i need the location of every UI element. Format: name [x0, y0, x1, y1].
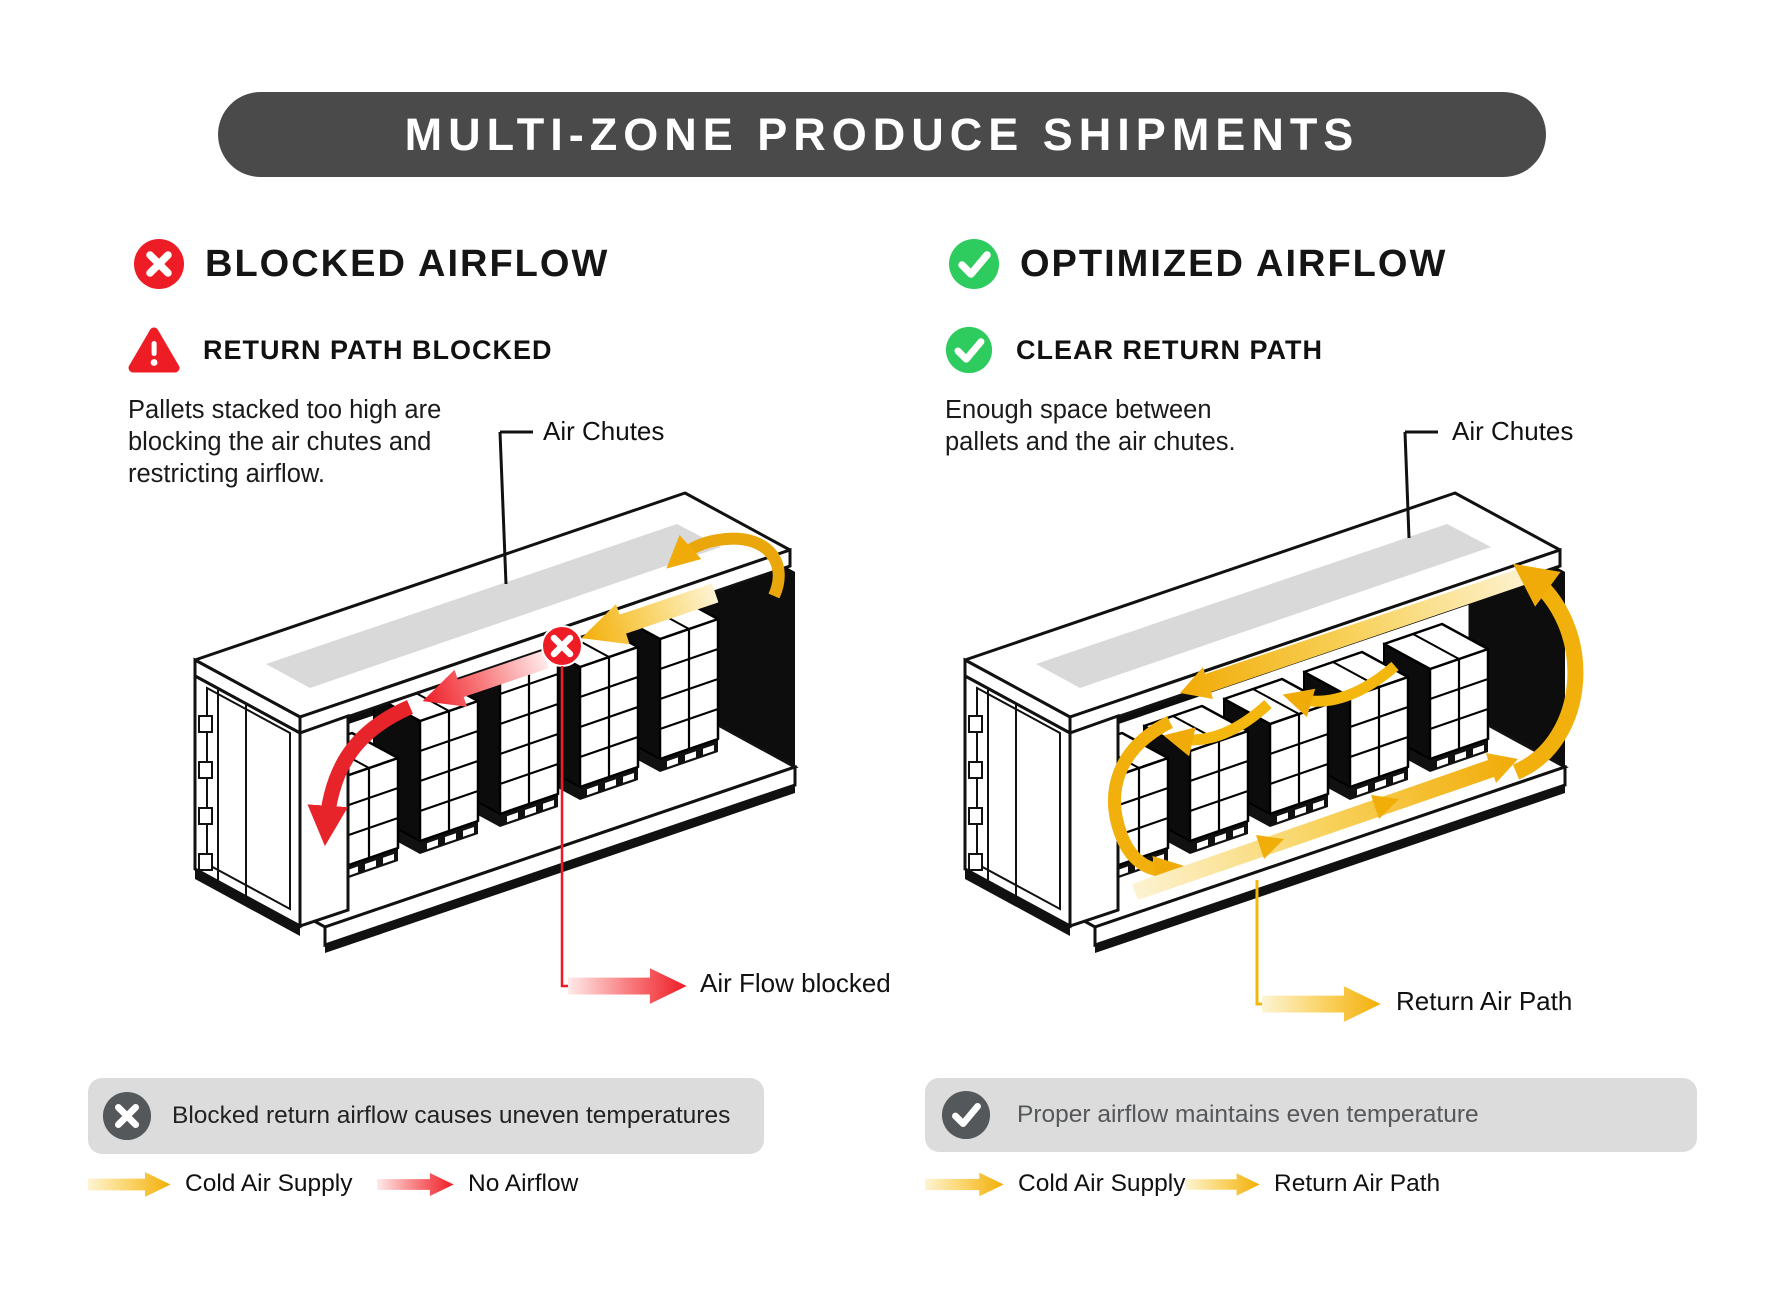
- airflow-arc-arrow: [1163, 699, 1272, 757]
- return-chevron: [1256, 835, 1284, 859]
- blocked-heading: BLOCKED AIRFLOW: [205, 242, 610, 285]
- optimized-heading-row: OPTIMIZED AIRFLOW: [948, 238, 1447, 290]
- check-circle-icon: [949, 239, 999, 289]
- optimized-air-chutes-label: Air Chutes: [1452, 416, 1574, 446]
- optimized-container-illustration: [963, 430, 1584, 1022]
- blocked-subheading-row: RETURN PATH BLOCKED: [128, 324, 553, 376]
- return-path-arrow: [1132, 753, 1518, 900]
- return-callout-arrow: [1262, 986, 1381, 1022]
- warning-triangle-icon: [128, 327, 180, 373]
- yellow-arrow-icon: [1185, 1172, 1260, 1196]
- blocked-airflow-arrows: [307, 532, 785, 1004]
- airflow-arc-arrow: [1282, 661, 1399, 718]
- return-callout-line: [1255, 880, 1263, 1006]
- legend-cold-air-supply: Cold Air Supply: [88, 1170, 353, 1198]
- x-note-icon: [102, 1091, 152, 1141]
- blocked-flow-callout-label: Air Flow blocked: [700, 968, 891, 998]
- upturn-arrow: [1512, 563, 1584, 780]
- page-title: MULTI-ZONE PRODUCE SHIPMENTS: [404, 108, 1360, 160]
- optimized-subheading-row: CLEAR RETURN PATH: [945, 324, 1323, 376]
- optimized-airflow-arrows: [1108, 563, 1584, 1022]
- optimized-subheading: CLEAR RETURN PATH: [1016, 334, 1323, 365]
- optimized-heading: OPTIMIZED AIRFLOW: [1020, 242, 1448, 285]
- blocked-description: Pallets stacked too high are blocking th…: [128, 396, 442, 489]
- return-chevron: [1371, 795, 1399, 819]
- blocked-subheading: RETURN PATH BLOCKED: [203, 334, 553, 365]
- downturn-arrow: [1108, 716, 1190, 891]
- legend-cold-air-supply: Cold Air Supply: [925, 1170, 1186, 1198]
- air-chutes-callout-line: [498, 430, 533, 585]
- legend-label: Return Air Path: [1274, 1170, 1441, 1197]
- cold-air-entry-arrow: [666, 532, 785, 599]
- x-circle-icon: [134, 239, 184, 289]
- blocked-callout-arrow: [568, 968, 687, 1004]
- blocked-note-box: Blocked return airflow causes uneven tem…: [88, 1078, 764, 1154]
- blocked-air-chutes-label: Air Chutes: [543, 416, 665, 446]
- legend-no-airflow: No Airflow: [377, 1170, 578, 1198]
- red-arrow-icon: [377, 1172, 454, 1196]
- air-chutes-callout-line: [1403, 430, 1438, 539]
- ceiling-supply-arrow: [1180, 566, 1533, 699]
- legend-label: No Airflow: [468, 1170, 579, 1197]
- optimized-flow-callout-label: Return Air Path: [1396, 986, 1573, 1016]
- title-banner: MULTI-ZONE PRODUCE SHIPMENTS: [218, 92, 1546, 177]
- yellow-arrow-icon: [925, 1172, 1004, 1196]
- blocked-heading-row: BLOCKED AIRFLOW: [133, 238, 609, 290]
- check-note-icon: [941, 1090, 991, 1140]
- blocked-downflow-arrow: [307, 700, 414, 847]
- legend-label: Cold Air Supply: [185, 1170, 353, 1197]
- optimized-description: Enough space between pallets and the air…: [945, 396, 1236, 457]
- legend-return-air-path: Return Air Path: [1185, 1170, 1440, 1198]
- legend-label: Cold Air Supply: [1018, 1170, 1186, 1197]
- check-circle-icon: [945, 326, 993, 374]
- blocked-callout-line: [560, 666, 568, 988]
- blocked-container-illustration: [193, 430, 797, 1004]
- yellow-arrow-icon: [88, 1171, 171, 1197]
- blocked-note-text: Blocked return airflow causes uneven tem…: [172, 1102, 731, 1130]
- optimized-note-text: Proper airflow maintains even temperatur…: [1017, 1101, 1479, 1129]
- blocked-x-badge-icon: [541, 625, 583, 667]
- optimized-note-box: Proper airflow maintains even temperatur…: [925, 1078, 1697, 1152]
